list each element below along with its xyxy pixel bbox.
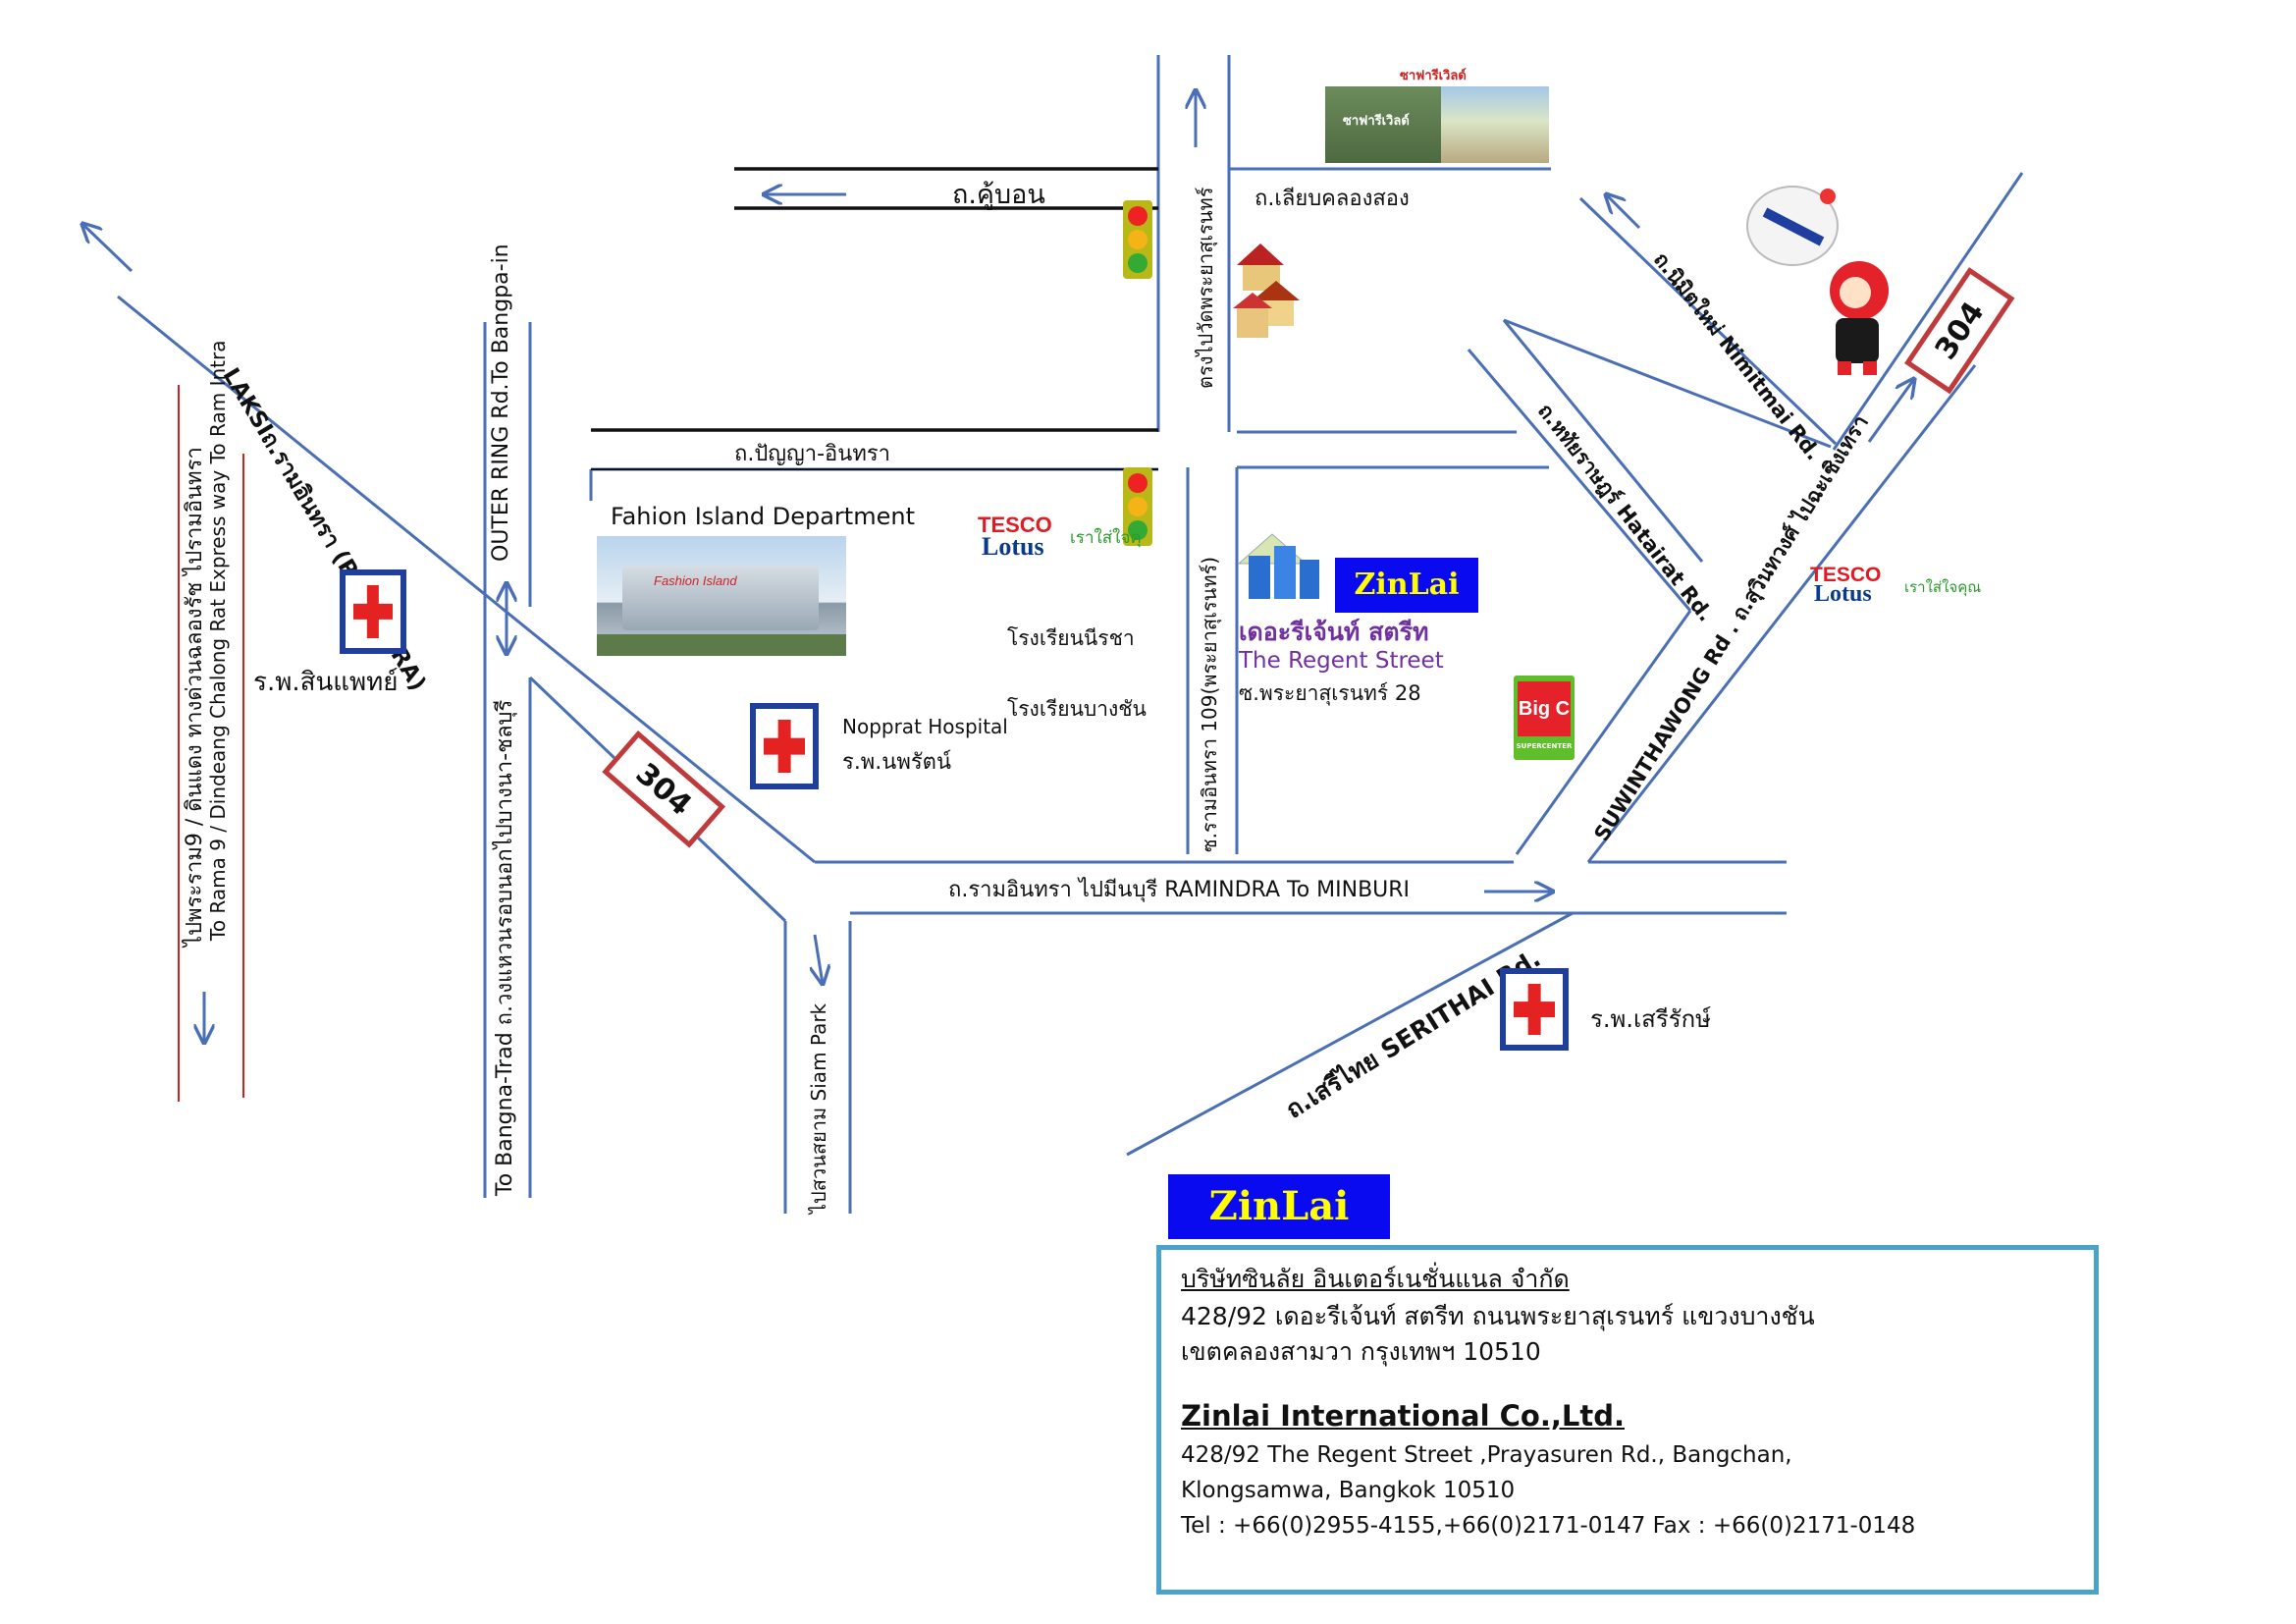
safari-world-photo: ซาฟารีเวิลด์ <box>1325 86 1549 163</box>
compass-logo-icon <box>1741 173 1847 275</box>
expressway-en-label: To Rama 9 / Dindeang Chalong Rat Express… <box>206 340 230 941</box>
fashion-island-photo: Fashion Island <box>597 536 846 656</box>
building-icon <box>1235 530 1331 601</box>
contact-phone-fax: Tel : +66(0)2955-4155,+66(0)2171-0147 Fa… <box>1181 1513 1916 1539</box>
siam-park-label: ไปสวนสยาม Siam Park <box>807 1002 830 1214</box>
outer-ring-label: OUTER RING Rd.To Bangpa-in <box>489 244 513 562</box>
company-info-box: บริษัทซินลัย อินเตอร์เนชั่นแนล จำกัด 428… <box>1156 1245 2099 1595</box>
english-company-name: Zinlai International Co.,Ltd. <box>1181 1399 1625 1433</box>
arrow-suwinthawong-ne <box>1867 379 1914 443</box>
ramindra-minburi-label: ถ.รามอินทรา ไปมีนบุรี RAMINDRA To MINBUR… <box>948 878 1411 902</box>
safari-world-title: ซาฟารีเวิลด์ <box>1400 69 1467 83</box>
arrow-siam-park-south <box>815 934 823 984</box>
zinlai-map-badge: ZinLai <box>1335 558 1478 613</box>
suwinthawong-edge-right <box>1586 364 1977 863</box>
nopprat-hospital-th-label: ร.พ.นพรัตน์ <box>842 750 951 775</box>
thai-address-line-2: เขตคลองสามวา กรุงเทพฯ 10510 <box>1181 1337 1541 1366</box>
ramindra-road-edge-upper <box>117 295 816 864</box>
regent-street-th-label: เดอะรีเจ้นท์ สตรีท <box>1239 618 1429 646</box>
hathairat-edge-left <box>1467 349 1692 612</box>
traffic-light-icon <box>1123 200 1152 279</box>
regent-soi-label: ซ.พระยาสุเรนทร์ 28 <box>1239 681 1421 705</box>
nimitmai-edge-upper <box>1578 196 1838 446</box>
hospital-cross-icon <box>340 569 406 654</box>
fashion-island-sign: Fashion Island <box>654 573 737 588</box>
safari-world-sign: ซาฟารีเวิลด์ <box>1343 114 1410 129</box>
regent-street-en-label: The Regent Street <box>1239 648 1444 674</box>
serirak-hospital-label: ร.พ.เสรีรักษ์ <box>1590 1005 1711 1033</box>
school-nirucha-label: โรงเรียนนีรชา <box>1007 626 1135 650</box>
traffic-light-icon <box>1123 467 1152 546</box>
school-bangchan-label: โรงเรียนบางชัน <box>1007 697 1147 721</box>
nopprat-hospital-en-label: Nopprat Hospital <box>842 715 1008 738</box>
serithai-road <box>1126 911 1574 1157</box>
hathairat-edge-right <box>1502 319 1704 563</box>
mascot-icon <box>1816 257 1898 379</box>
soi-109-label: ซ.รามอินทรา 109(พระยาสุเรนทร์) <box>1198 556 1221 852</box>
tesco-lotus-logo: TESCO Lotus เราใส่ใจคุณ <box>1810 564 1982 607</box>
zinlai-logo-badge: ZinLai <box>1168 1174 1390 1239</box>
hospital-cross-icon <box>1500 968 1569 1051</box>
panya-inthra-label: ถ.ปัญญา-อินทรา <box>734 442 890 466</box>
english-address-line-2: Klongsamwa, Bangkok 10510 <box>1181 1478 1516 1503</box>
thai-address-line-1: 428/92 เดอะรีเจ้นท์ สตรีท ถนนพระยาสุเรนท… <box>1181 1302 1815 1330</box>
english-address-line-1: 428/92 The Regent Street ,Prayasuren Rd.… <box>1181 1442 1792 1468</box>
hospital-cross-icon <box>750 703 819 789</box>
sinpat-hospital-label: ร.พ.สินแพทย์ <box>253 668 399 697</box>
arrow-ramindra-nw <box>82 224 133 273</box>
arrow-nimitmai-nw <box>1606 194 1641 230</box>
outer-ring-lower-label: To Bangna-Trad ถ.วงแหวนรอบนอกไปบางนา-ชลบ… <box>493 699 517 1196</box>
to-wat-phraya-label: ตรงไปวัดพระยาสุเรนทร์ <box>1194 187 1217 389</box>
khubon-label: ถ.คู้บอน <box>952 180 1045 210</box>
hathairat-connector <box>1503 318 1832 449</box>
big-c-logo: Big C SUPERCENTER <box>1514 676 1575 760</box>
tesco-lotus-logo: TESCO Lotus เราใส่ใจคุ <box>978 513 1142 561</box>
fashion-island-label: Fahion Island Department <box>611 503 915 530</box>
suwinthawong-edge-left <box>1515 610 1692 855</box>
thai-company-name: บริษัทซินลัย อินเตอร์เนชั่นแนล จำกัด <box>1181 1265 1570 1293</box>
houses-icon <box>1231 236 1306 346</box>
suwinthawong-upper <box>1832 172 2024 451</box>
liap-khlong-song-label: ถ.เลียบคลองสอง <box>1255 187 1410 211</box>
